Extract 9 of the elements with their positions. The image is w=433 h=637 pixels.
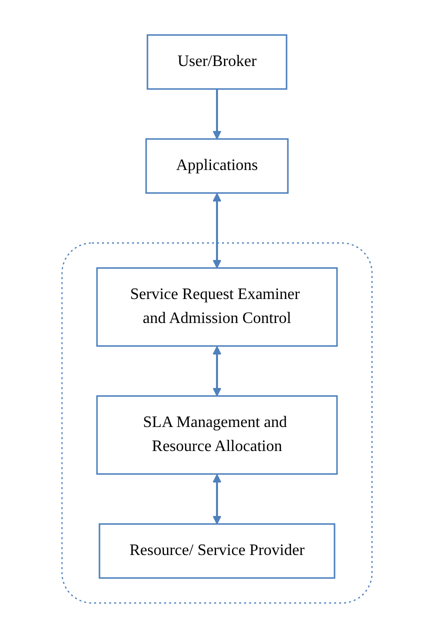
node-box: User/Broker [146, 34, 287, 90]
arrow [212, 346, 221, 396]
node-box: Applications [144, 138, 288, 194]
node-box: Service Request Examiner and Admission Control [96, 266, 338, 346]
arrow [212, 192, 221, 268]
node-box: SLA Management and Resource Allocation [96, 394, 338, 474]
arrow [212, 474, 221, 524]
node-box: Resource/ Service Provider [98, 522, 335, 578]
arrow [212, 88, 221, 139]
